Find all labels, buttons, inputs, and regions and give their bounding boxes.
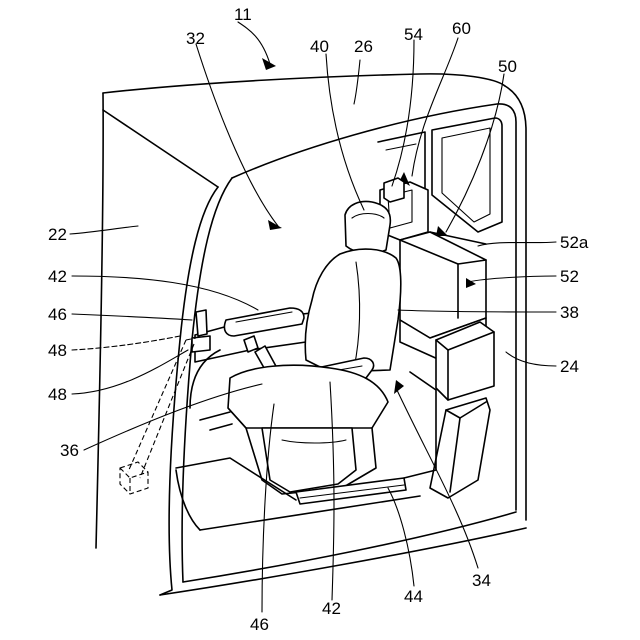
- ref-38: 38: [560, 303, 579, 322]
- ref-54: 54: [404, 25, 423, 44]
- ref-40: 40: [310, 37, 329, 56]
- ref-44: 44: [404, 587, 423, 606]
- ref-24: 24: [560, 357, 579, 376]
- ref-11: 11: [234, 5, 252, 24]
- ref-50: 50: [498, 57, 517, 76]
- ref-52a: 52a: [560, 233, 589, 252]
- ref-46-bottom: 46: [250, 615, 269, 634]
- ref-32: 32: [186, 29, 205, 48]
- ref-42-top: 42: [48, 267, 67, 286]
- ref-46-top: 46: [48, 305, 67, 324]
- ref-34: 34: [472, 571, 491, 590]
- swing-path-48: [120, 338, 196, 494]
- ref-26: 26: [354, 37, 373, 56]
- ref-52: 52: [560, 267, 579, 286]
- ref-60: 60: [452, 19, 471, 38]
- ref-36: 36: [60, 441, 79, 460]
- ref-48-solid: 48: [48, 385, 67, 404]
- right-side-panel: [430, 322, 494, 498]
- ref-48-dashed: 48: [48, 341, 67, 360]
- ref-22: 22: [48, 225, 67, 244]
- ref-42-bottom: 42: [322, 599, 341, 618]
